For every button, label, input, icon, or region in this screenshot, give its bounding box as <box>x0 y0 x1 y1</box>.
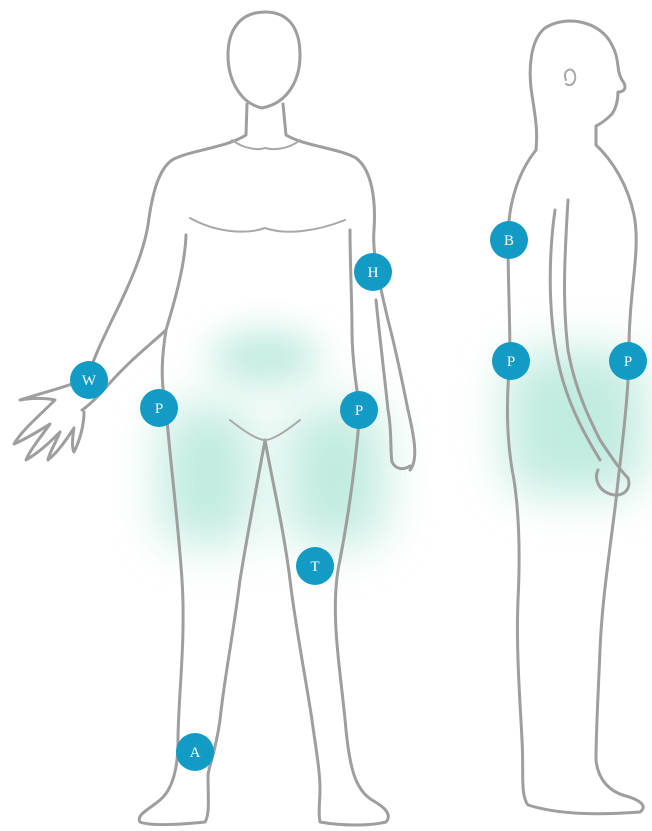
marker-label: P <box>155 401 163 417</box>
front-left-thigh-glow <box>285 405 385 545</box>
side-ear <box>565 70 575 86</box>
marker-label: B <box>504 233 514 249</box>
front-right-side <box>162 235 186 408</box>
marker-front-elbow[interactable]: H <box>354 253 392 291</box>
side-head <box>545 21 625 145</box>
marker-front-ankle[interactable]: A <box>176 733 214 771</box>
marker-label: P <box>507 354 515 370</box>
marker-front-wrist[interactable]: W <box>70 361 108 399</box>
marker-label: H <box>368 265 379 281</box>
front-left-side <box>350 230 360 410</box>
front-head <box>228 12 300 108</box>
marker-side-back[interactable]: B <box>490 221 528 259</box>
marker-label: P <box>355 403 363 419</box>
marker-front-right-hip[interactable]: P <box>140 389 178 427</box>
front-right-thigh-glow <box>160 405 255 545</box>
front-pelvis-glow <box>210 330 320 386</box>
highlight-regions <box>160 330 645 545</box>
marker-side-buttock[interactable]: P <box>492 342 530 380</box>
marker-label: T <box>310 559 319 575</box>
marker-label: P <box>624 354 632 370</box>
marker-label: A <box>190 745 201 761</box>
marker-side-front-hip[interactable]: P <box>609 342 647 380</box>
front-collar-line <box>232 140 300 149</box>
marker-label: W <box>82 373 97 389</box>
side-back-of-head <box>530 28 545 150</box>
front-chest-line <box>190 218 345 232</box>
front-torso-left <box>88 104 247 378</box>
marker-front-left-hip[interactable]: P <box>340 391 378 429</box>
marker-front-thigh[interactable]: T <box>296 547 334 585</box>
